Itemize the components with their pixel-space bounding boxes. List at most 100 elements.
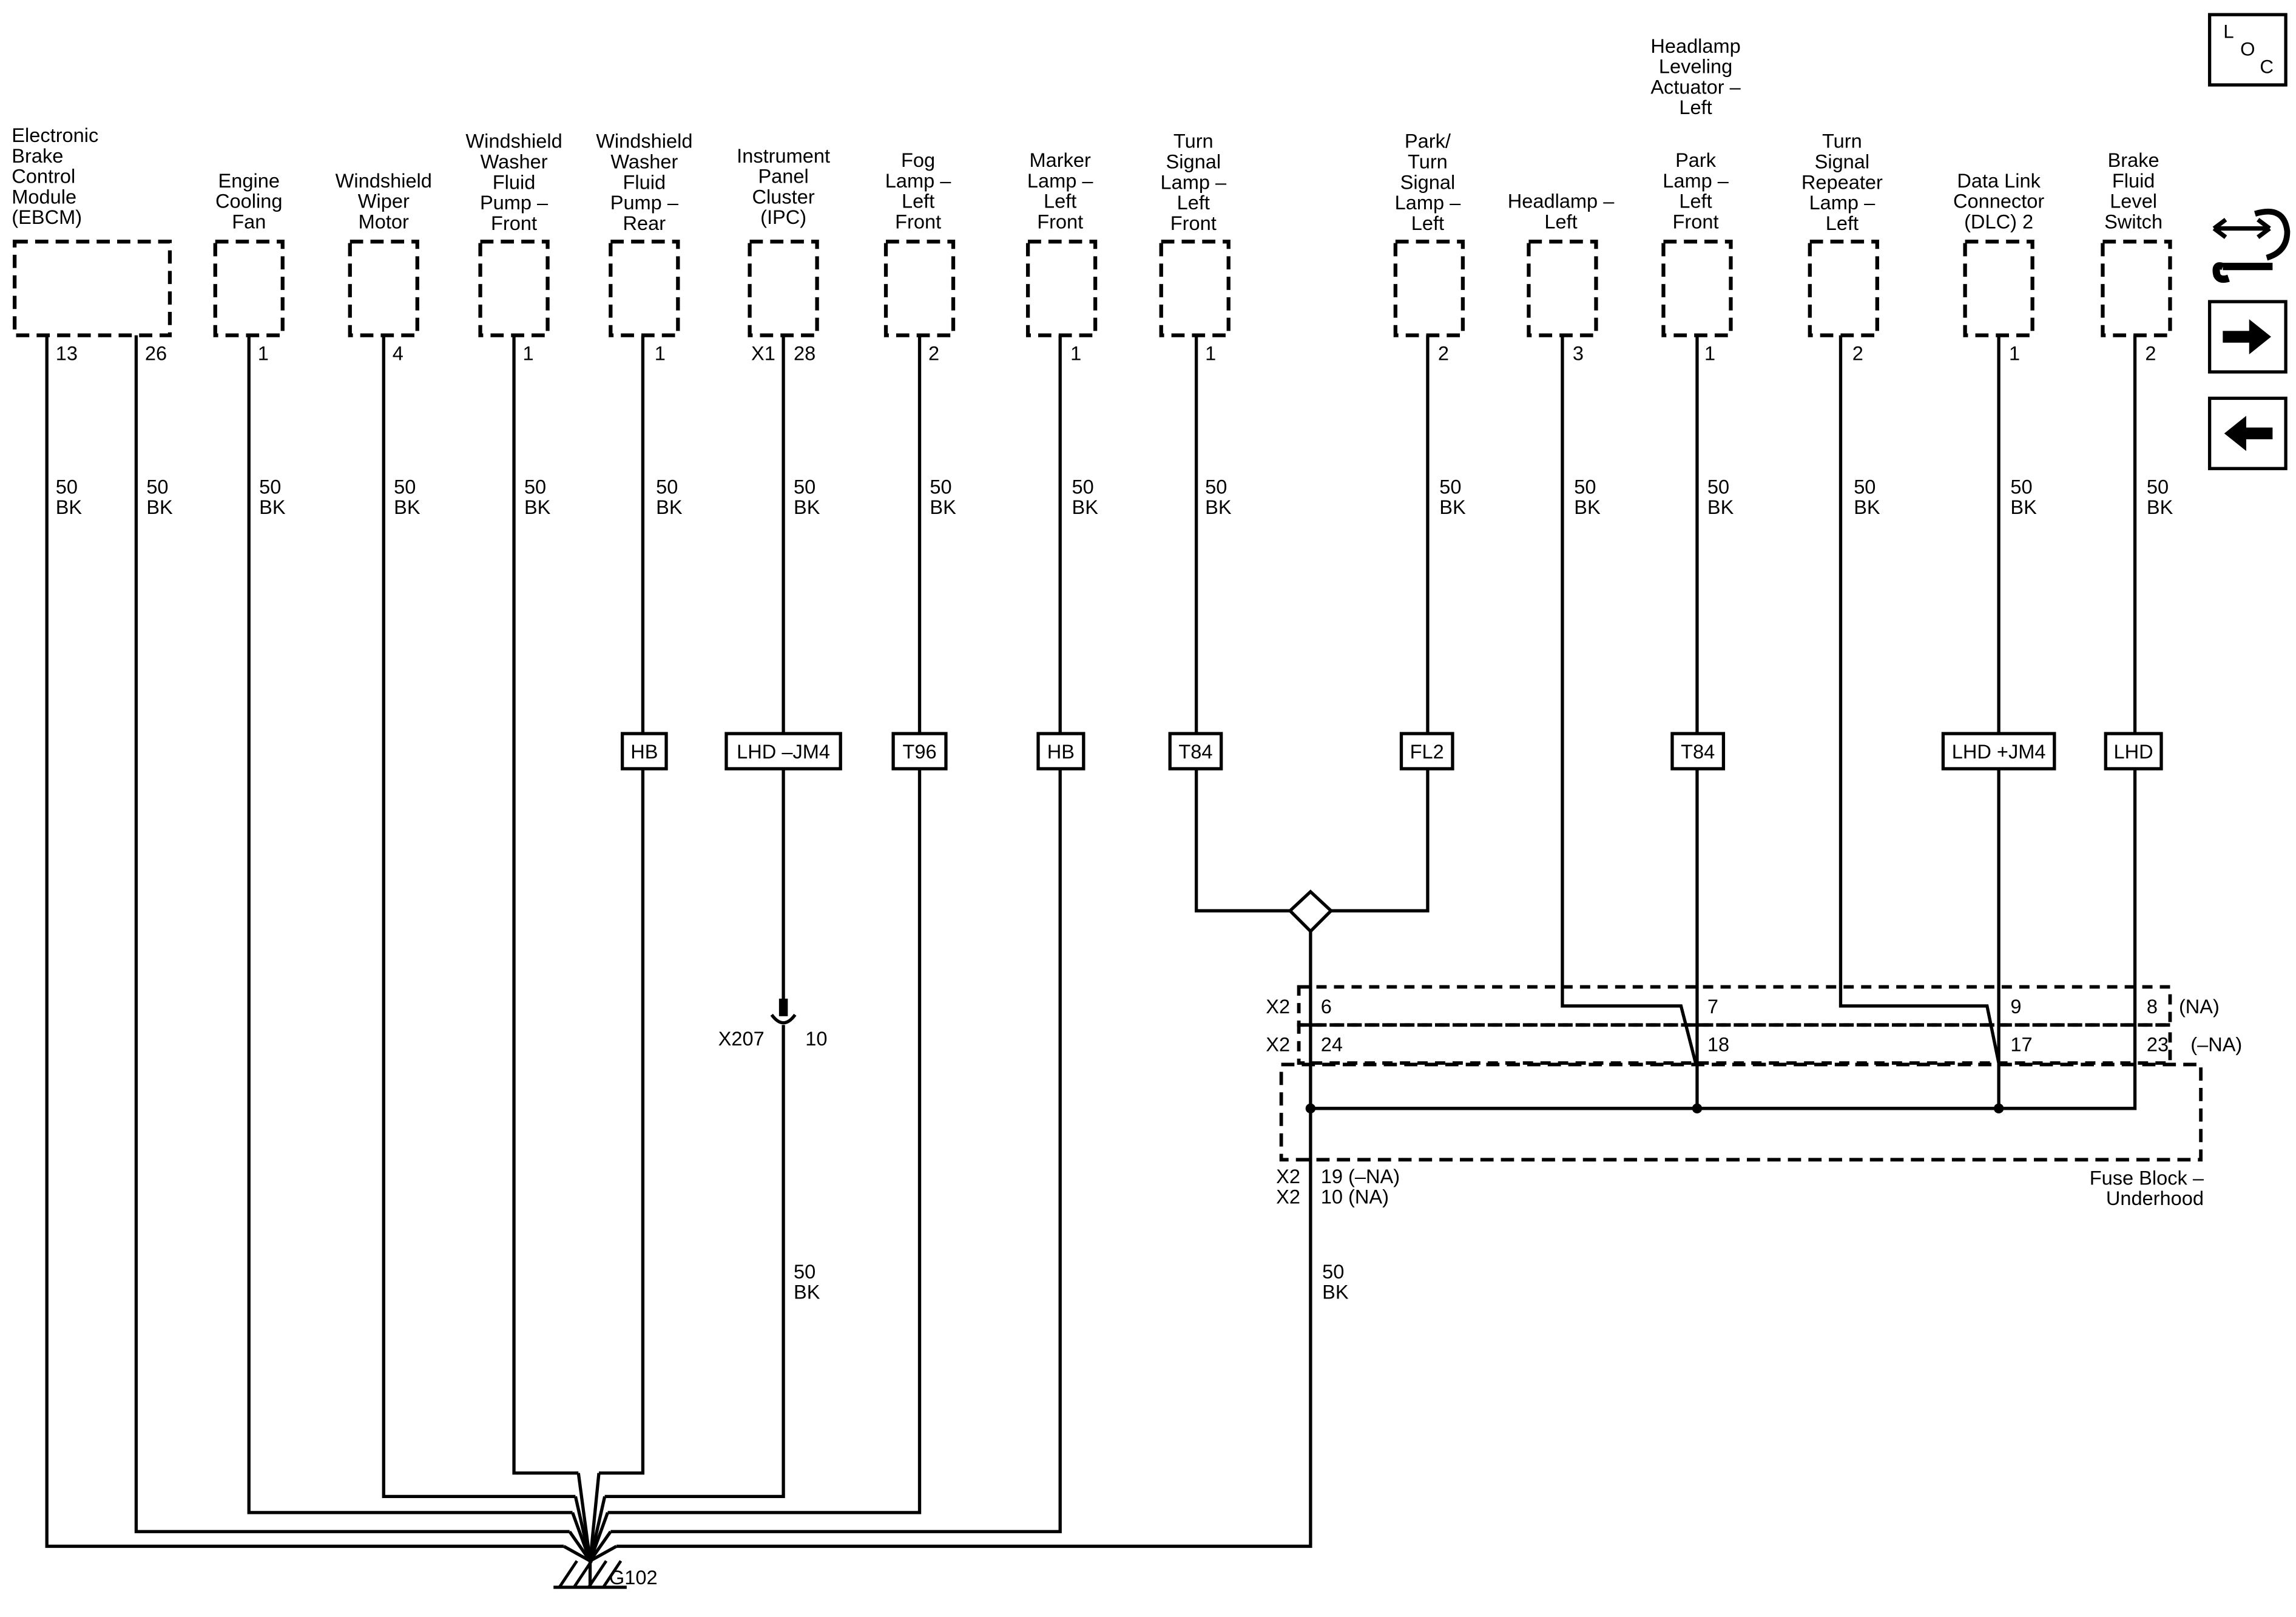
wire-marker-lamp-lower [610, 768, 1062, 1533]
fuse-row-pin: 8 [2147, 996, 2158, 1018]
splice-dot [1993, 1103, 2004, 1114]
option-tag: T96 [891, 732, 948, 771]
fuse-output-pin: 19 (–NA) [1321, 1166, 1400, 1187]
component-label: Front [1037, 211, 1083, 232]
previous-page-button[interactable] [2207, 396, 2288, 470]
component-label: Fog [901, 149, 935, 171]
wire-turn-signal-front-lower [1194, 768, 1292, 913]
component-label: Left [1826, 212, 1859, 234]
component-label: Module [12, 186, 76, 208]
wire-color: BK [56, 496, 83, 518]
fuse-row-pin: 23 [2147, 1034, 2169, 1056]
option-tag-label: LHD +JM4 [1952, 741, 2046, 763]
wire-color: BK [146, 496, 173, 518]
fuse-row-pin: 18 [1707, 1034, 1729, 1056]
wire-gauge: 50 [1854, 476, 1876, 498]
component-box [609, 240, 680, 337]
fuse-row-connector: X2 [1266, 1034, 1290, 1056]
pin-number: 1 [258, 343, 269, 365]
option-tag: T84 [1670, 732, 1726, 771]
component-box [348, 240, 419, 337]
component-label: Cluster [752, 186, 815, 208]
option-tag-box [1399, 732, 1454, 771]
wire-engine-cooling-fan [247, 335, 573, 1514]
component-label: (DLC) 2 [1964, 211, 2033, 232]
component-label: Left [1044, 191, 1076, 212]
arrow-left-icon [2224, 416, 2273, 451]
component-label: Windshield [596, 130, 692, 152]
component-box [1808, 240, 1879, 337]
wire-gauge: 50 [56, 476, 78, 498]
component-label: (EBCM) [12, 206, 82, 228]
component-box [883, 240, 956, 337]
pin-number: 1 [523, 343, 534, 365]
wire-ebcm-26 [134, 335, 570, 1533]
component-label: Actuator – [1650, 76, 1741, 98]
component-label: Washer [481, 151, 548, 173]
component-label: Lamp – [1809, 192, 1876, 214]
fuse-row-suffix: (NA) [2179, 996, 2220, 1018]
component-label: Headlamp – [1508, 191, 1615, 212]
wire-color: BK [1439, 496, 1466, 518]
double-arrow-icon [2212, 218, 2271, 239]
fuse-output-pin: 10 (NA) [1321, 1186, 1389, 1208]
component-label: Rear [623, 212, 666, 234]
component-label: Switch [2104, 211, 2163, 232]
component-label: Windshield [465, 130, 562, 152]
option-tag: T84 [1168, 732, 1223, 771]
component-box [1963, 240, 2034, 337]
component-label: Instrument [737, 145, 830, 167]
wire-color: BK [2010, 496, 2037, 518]
wire-turn-repeater [1838, 335, 2001, 1064]
component-box [12, 240, 172, 337]
wire-gauge: 50 [1707, 476, 1729, 498]
wire-color: BK [2147, 496, 2173, 518]
wire-gauge: 50 [1322, 1261, 1344, 1283]
component-label: Signal [1166, 151, 1221, 173]
wire-color: BK [794, 1281, 820, 1303]
component-box [213, 240, 285, 337]
component-11: Headlamp –Left [1508, 191, 1615, 337]
component-label: Left [902, 191, 934, 212]
component-label: Repeater [1801, 171, 1883, 193]
component-label: Brake [2108, 149, 2159, 171]
component-box [1025, 240, 1098, 337]
pin-number: 3 [1573, 343, 1584, 365]
loc-letter: L [2223, 21, 2234, 42]
component-label: Left [1679, 96, 1712, 118]
component-label: Fluid [623, 171, 666, 193]
loc-letter: C [2260, 56, 2274, 78]
option-tag-label: T84 [1178, 741, 1212, 763]
option-tag: FL2 [1399, 732, 1454, 771]
fuse-block-name: Fuse Block – [2090, 1167, 2204, 1189]
pin-number: 2 [928, 343, 939, 365]
component-label: (IPC) [760, 206, 806, 228]
component-label: Headlamp [1650, 35, 1740, 57]
component-label: Fluid [493, 171, 536, 193]
ground-fan-wire [589, 1545, 618, 1562]
connector-tool-icon[interactable] [2212, 209, 2291, 283]
arrow-right-icon [2223, 319, 2271, 355]
wire-gauge: 50 [259, 476, 281, 498]
pin-number: 1 [1205, 343, 1216, 365]
ground-name: G102 [609, 1567, 658, 1588]
component-label: Wiper [358, 191, 410, 212]
component-label: Left [1544, 211, 1577, 232]
wire-gauge: 50 [2010, 476, 2032, 498]
next-page-button[interactable] [2207, 300, 2288, 374]
loc-button[interactable]: LOC [2207, 13, 2288, 87]
